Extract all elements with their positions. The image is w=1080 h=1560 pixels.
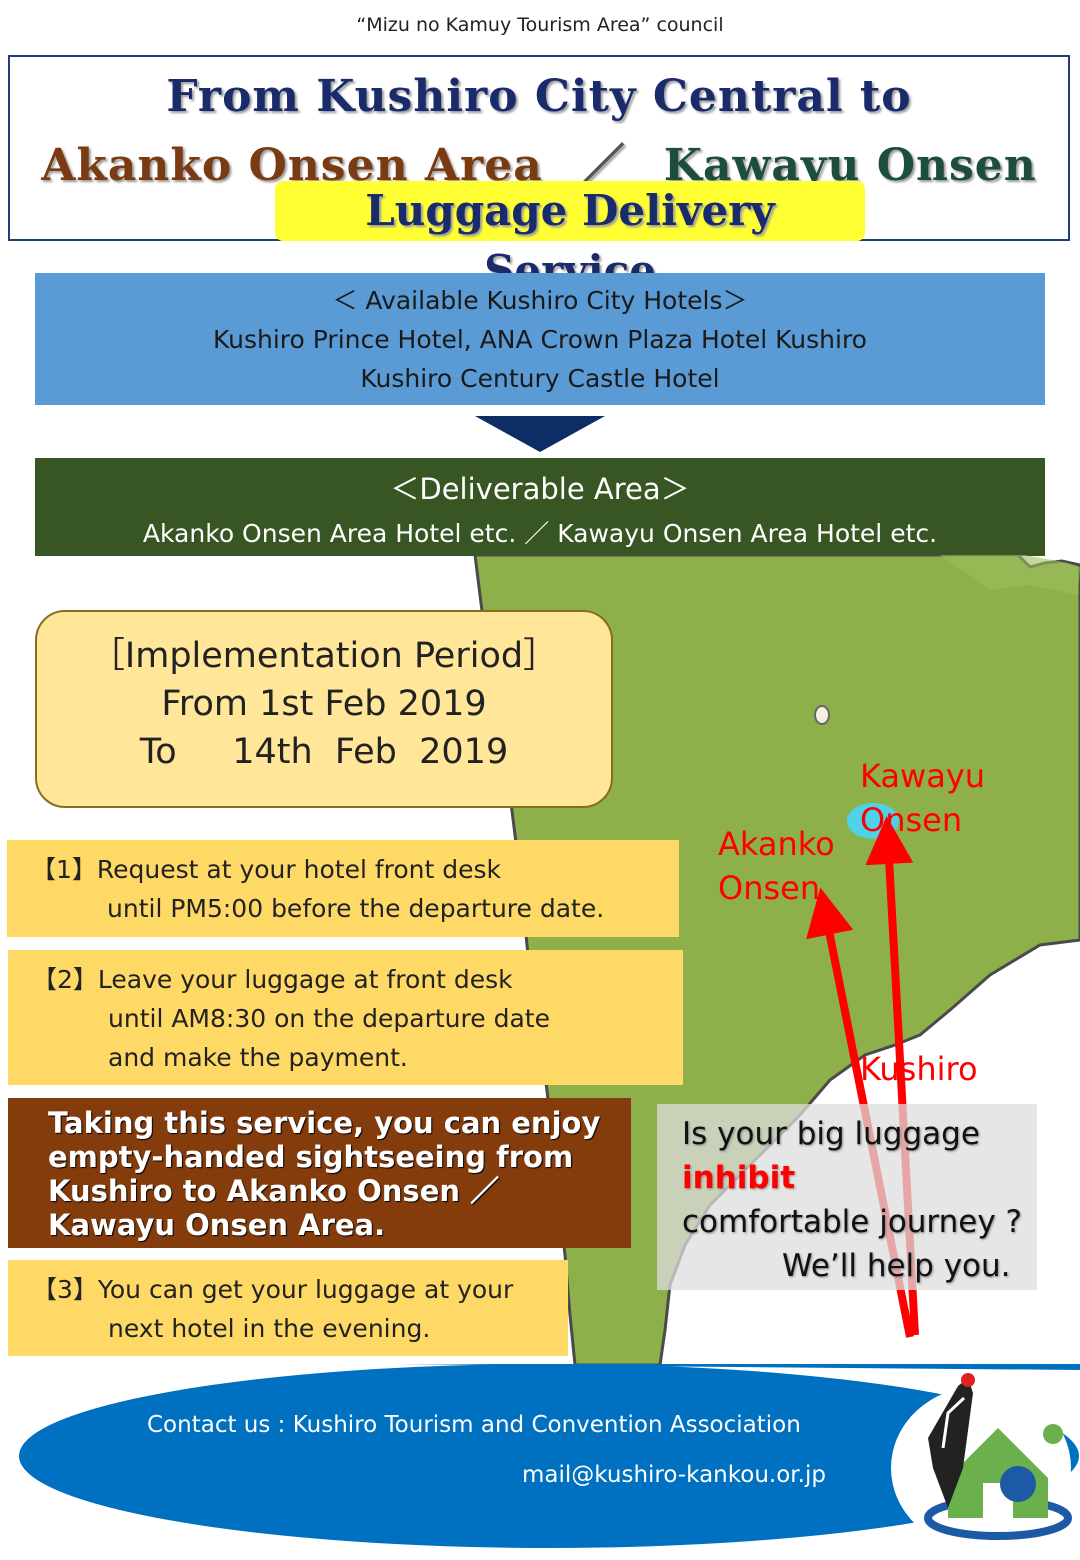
step-1-title: 【1】Request at your hotel front desk — [31, 855, 502, 884]
promo-line4: We’ll help you. — [782, 1248, 1011, 1284]
deliverable-area-box: ＜Deliverable Area＞ Akanko Onsen Area Hot… — [35, 458, 1045, 556]
highlight-line3: Kushiro to Akanko Onsen ／ — [48, 1174, 500, 1208]
period-to: To 14th Feb 2019 — [139, 732, 509, 772]
title-line3: Luggage Delivery Service — [365, 186, 775, 295]
down-arrow-icon — [475, 416, 605, 452]
promo-line1: Is your big luggage — [682, 1116, 980, 1152]
council-name: “Mizu no Kamuy Tourism Area” council — [356, 14, 724, 36]
promo-line3: comfortable journey ? — [682, 1204, 1023, 1240]
title-box: From Kushiro City Central to Akanko Onse… — [8, 55, 1070, 295]
highlight-line4: Kawayu Onsen Area. — [48, 1208, 386, 1242]
step-1: 【1】Request at your hotel front desk unti… — [7, 840, 679, 937]
service-highlight-box: Taking this service, you can enjoy empty… — [8, 1098, 631, 1248]
map-label-kawayu: Kawayu Onsen — [860, 757, 986, 839]
step-3-title: 【3】You can get your luggage at your — [32, 1275, 514, 1304]
implementation-period-box: ［Implementation Period］ From 1st Feb 201… — [35, 610, 613, 808]
step-2: 【2】Leave your luggage at front desk unti… — [8, 950, 683, 1085]
hotels-line2: Kushiro Century Castle Hotel — [360, 364, 720, 393]
step-1-detail: until PM5:00 before the departure date. — [107, 894, 605, 923]
contact-email-link[interactable]: mail@kushiro-kankou.or.jp — [522, 1462, 826, 1488]
title-highlight: Luggage Delivery Service — [275, 181, 865, 295]
hotels-heading: ＜ Available Kushiro City Hotels＞ — [332, 286, 748, 315]
available-hotels-box: ＜ Available Kushiro City Hotels＞ Kushiro… — [35, 273, 1045, 405]
step-3-detail: next hotel in the evening. — [108, 1314, 431, 1343]
step-2-title: 【2】Leave your luggage at front desk — [32, 965, 513, 994]
deliverable-heading: ＜Deliverable Area＞ — [390, 472, 690, 506]
hotels-line1: Kushiro Prince Hotel, ANA Crown Plaza Ho… — [213, 325, 867, 354]
deliverable-areas: Akanko Onsen Area Hotel etc. ／ Kawayu On… — [142, 519, 938, 548]
highlight-line1: Taking this service, you can enjoy — [48, 1106, 601, 1140]
step-2-detail-2: and make the payment. — [108, 1043, 408, 1072]
map-label-akanko: Akanko Onsen — [718, 825, 835, 907]
association-logo-icon — [891, 1373, 1072, 1550]
contact-info: Contact us : Kushiro Tourism and Convent… — [147, 1412, 801, 1438]
promo-line2: inhibit — [682, 1160, 796, 1196]
promo-text: Is your big luggage inhibit comfortable … — [682, 1112, 1052, 1288]
step-2-detail-1: until AM8:30 on the departure date — [108, 1004, 550, 1033]
period-heading: ［Implementation Period］ — [89, 636, 559, 676]
map-label-kushiro: Kushiro — [860, 1050, 978, 1088]
step-3: 【3】You can get your luggage at your next… — [8, 1260, 568, 1356]
promo-background — [657, 1104, 1037, 1290]
period-from: From 1st Feb 2019 — [161, 684, 487, 724]
footer-oval — [19, 1364, 1080, 1548]
highlight-line2: empty-handed sightseeing from — [48, 1140, 574, 1174]
title-line1: From Kushiro City Central to — [166, 71, 912, 122]
